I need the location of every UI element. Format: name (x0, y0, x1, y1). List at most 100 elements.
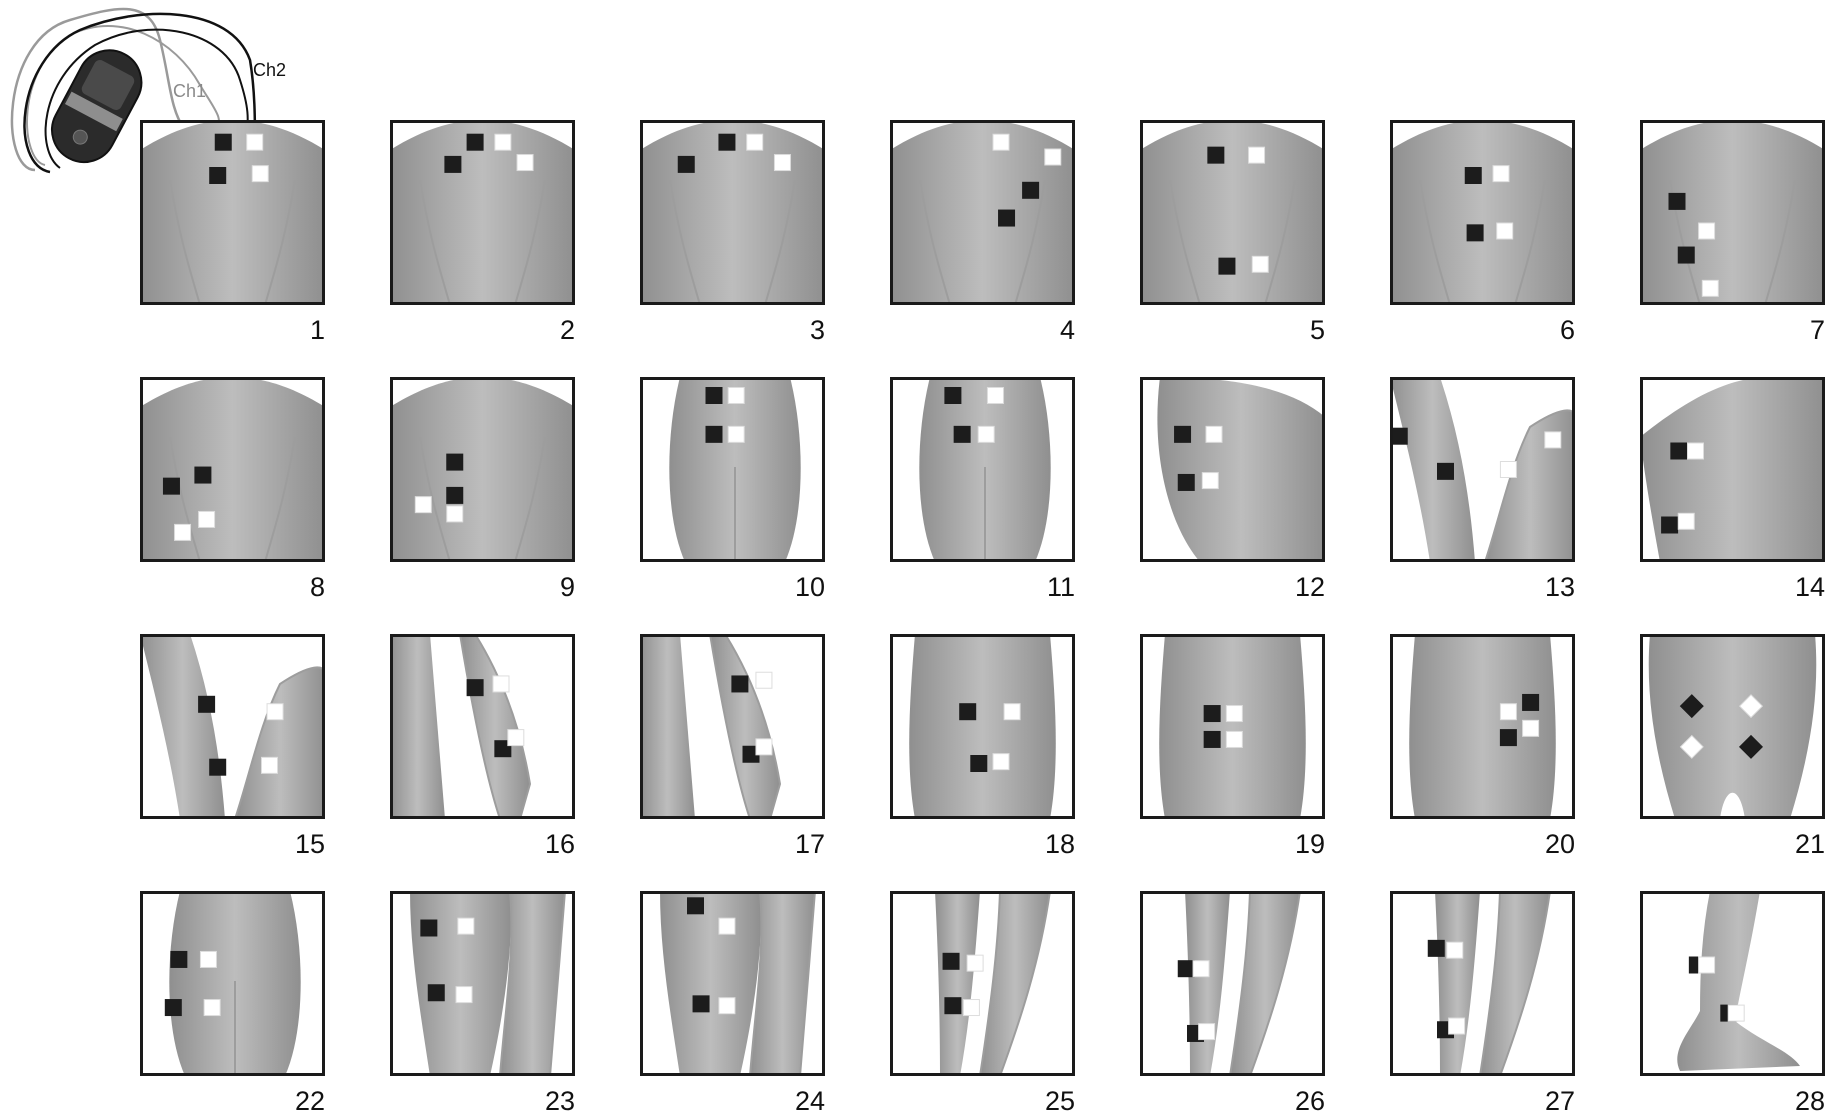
black-electrode-3 (165, 1000, 181, 1016)
placement-number: 18 (1045, 829, 1075, 859)
black-electrode-3 (1219, 258, 1235, 274)
placement-number: 22 (295, 1086, 325, 1116)
body-view-back (1140, 120, 1325, 305)
placement-number: 19 (1295, 829, 1325, 859)
black-electrode-1 (1204, 706, 1220, 722)
placement-panel-4: 4 (890, 120, 1075, 345)
white-electrode-4 (252, 166, 268, 182)
body-view-back (890, 120, 1075, 305)
body-view-buttocks (140, 891, 325, 1076)
placement-panel-15: 15 (140, 634, 325, 859)
white-electrode-4 (1523, 720, 1539, 736)
black-electrode-1 (467, 134, 483, 150)
body-view-buttocks (890, 377, 1075, 562)
body-view-abdomen (1140, 634, 1325, 819)
placement-panel-7: 7 (1640, 120, 1825, 345)
body-view-thigh (640, 891, 825, 1076)
black-electrode-3 (428, 985, 444, 1001)
placement-number: 5 (1310, 315, 1325, 345)
black-electrode-1 (171, 951, 187, 967)
placement-number: 20 (1545, 829, 1575, 859)
placement-number: 6 (1560, 315, 1575, 345)
placement-number: 26 (1295, 1086, 1325, 1116)
white-electrode-2 (967, 955, 983, 971)
black-electrode-1 (199, 696, 215, 712)
placement-panel-8: 8 (140, 377, 325, 602)
placement-number: 16 (545, 829, 575, 859)
white-electrode-4 (1497, 223, 1513, 239)
white-electrode-2 (495, 134, 511, 150)
placement-panel-1: 1 (140, 120, 325, 345)
placement-panel-16: 16 (390, 634, 575, 859)
white-electrode-4 (1728, 1005, 1744, 1021)
body-view-legs (1390, 891, 1575, 1076)
body-view-abdomen (1390, 634, 1575, 819)
white-electrode-3 (199, 511, 215, 527)
body-view-back (140, 377, 325, 562)
white-electrode-4 (993, 754, 1009, 770)
black-electrode-1 (1175, 426, 1191, 442)
black-electrode-1 (943, 953, 959, 969)
placement-number: 17 (795, 829, 825, 859)
placement-number: 23 (545, 1086, 575, 1116)
placement-panel-24: 24 (640, 891, 825, 1116)
body-view-forearm (640, 634, 825, 819)
placement-number: 9 (560, 572, 575, 602)
placement-panel-20: 20 (1390, 634, 1575, 859)
black-electrode-3 (945, 998, 961, 1014)
white-electrode-4 (1252, 256, 1268, 272)
placement-panel-28: 28 (1640, 891, 1825, 1116)
placement-panel-22: 22 (140, 891, 325, 1116)
placement-panel-14: 14 (1640, 377, 1825, 602)
placement-number: 25 (1045, 1086, 1075, 1116)
placement-number: 13 (1545, 572, 1575, 602)
black-electrode-3 (1178, 474, 1194, 490)
black-electrode-1 (215, 134, 231, 150)
white-electrode-4 (756, 739, 772, 755)
placement-panel-3: 3 (640, 120, 825, 345)
black-electrode-2 (1523, 694, 1539, 710)
placement-number: 14 (1795, 572, 1825, 602)
body-view-back (390, 377, 575, 562)
placement-panel-23: 23 (390, 891, 575, 1116)
white-electrode-4 (1226, 731, 1242, 747)
placement-number: 28 (1795, 1086, 1825, 1116)
body-view-forearm (390, 634, 575, 819)
white-electrode-4 (774, 155, 790, 171)
white-electrode-2 (1193, 961, 1209, 977)
body-view-abdomen (890, 634, 1075, 819)
white-electrode-2 (719, 918, 735, 934)
placement-panel-17: 17 (640, 634, 825, 859)
black-electrode-1 (688, 898, 704, 914)
placement-number: 1 (310, 315, 325, 345)
white-electrode-2 (458, 918, 474, 934)
placement-number: 3 (810, 315, 825, 345)
white-electrode-4 (963, 1000, 979, 1016)
black-electrode-1 (467, 680, 483, 696)
black-electrode-1 (719, 134, 735, 150)
body-view-chest (1640, 377, 1825, 562)
black-electrode-3 (678, 156, 694, 172)
white-electrode-2 (1004, 704, 1020, 720)
white-electrode-2 (728, 388, 744, 404)
placement-number: 8 (310, 572, 325, 602)
white-electrode-2 (1206, 426, 1222, 442)
body-view-ankle (1640, 891, 1825, 1076)
placement-panel-13: 13 (1390, 377, 1575, 602)
black-electrode-1 (1208, 147, 1224, 163)
black-electrode-1 (1178, 961, 1194, 977)
white-electrode-2 (1447, 942, 1463, 958)
black-electrode-3 (1500, 730, 1516, 746)
placement-panel-27: 27 (1390, 891, 1575, 1116)
white-electrode-2 (247, 134, 263, 150)
black-electrode-3 (210, 168, 226, 184)
placement-panel-25: 25 (890, 891, 1075, 1116)
body-view-back (640, 120, 825, 305)
white-electrode-4 (517, 155, 533, 171)
white-electrode-4 (1202, 473, 1218, 489)
black-electrode-1 (960, 704, 976, 720)
white-electrode-2 (1688, 443, 1704, 459)
white-electrode-4 (1702, 280, 1718, 296)
placement-number: 11 (1047, 572, 1075, 602)
black-electrode-1 (1671, 443, 1687, 459)
